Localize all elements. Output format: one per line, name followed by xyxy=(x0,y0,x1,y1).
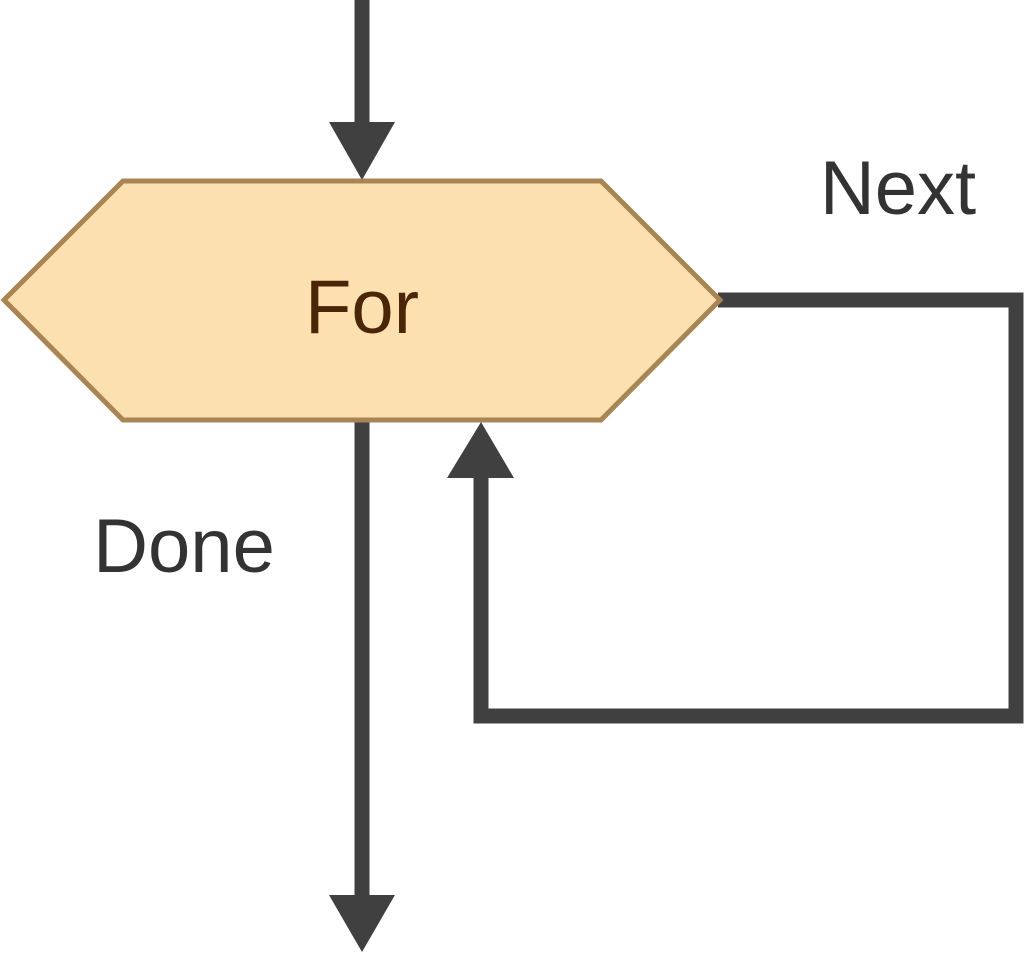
incoming-arrowhead xyxy=(329,122,395,180)
next-loop-arrow xyxy=(447,292,1024,724)
for-loop-label: For xyxy=(305,265,419,350)
done-arrow xyxy=(329,420,395,952)
incoming-arrow xyxy=(329,0,395,180)
for-loop-hexagon xyxy=(0,178,724,423)
done-edge-label: Done xyxy=(93,504,275,589)
next-loop-line xyxy=(473,292,1024,724)
done-arrowhead xyxy=(329,895,395,952)
next-edge-label: Next xyxy=(820,146,976,231)
for-loop-node: For xyxy=(0,178,724,423)
next-loop-arrowhead xyxy=(447,422,514,478)
